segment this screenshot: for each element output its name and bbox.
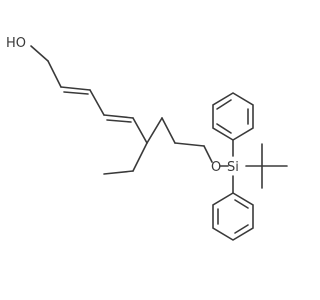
bond-ethyl-ch3 — [103, 170, 134, 175]
phenyl-upper-double-3 — [216, 123, 232, 134]
phenyl-ring-lower — [212, 175, 254, 241]
atom-label-hydroxyl: HO — [6, 36, 26, 51]
atom-label-silicon: Si — [227, 160, 239, 175]
bond-c6-c7 — [146, 117, 163, 144]
bond-c7-c8 — [161, 117, 176, 144]
bond-c3-c4 — [89, 89, 105, 116]
phenyl-lower-double-1 — [234, 199, 249, 209]
propyl-linker — [146, 117, 229, 167]
bond-c9-o — [203, 145, 213, 163]
bond-c4-c5 — [103, 114, 134, 119]
ethyl-branch — [103, 142, 148, 175]
phenyl-ring-lower-outline — [212, 192, 254, 241]
bond-c5-c6 — [132, 117, 148, 144]
phenyl-lower-double-2 — [234, 224, 249, 234]
bond-c1-c2 — [47, 60, 62, 88]
bond-c8-c9 — [174, 142, 205, 147]
chemical-structure: HO O Si — [6, 36, 288, 241]
bond-c2-c3-double — [63, 91, 89, 95]
phenyl-ring-upper — [212, 92, 254, 157]
bond-ho-c1 — [30, 45, 49, 62]
bond-c4-c5-double — [106, 119, 132, 123]
bond-c6-ethyl-ch2 — [132, 142, 148, 172]
dienol-chain — [30, 45, 148, 144]
phenyl-upper-double-1 — [216, 99, 232, 110]
phenyl-ring-upper-outline — [212, 92, 254, 141]
tert-butyl-group — [245, 143, 288, 189]
bond-c2-c3 — [60, 86, 91, 91]
atom-label-ether-oxygen: O — [211, 160, 221, 175]
